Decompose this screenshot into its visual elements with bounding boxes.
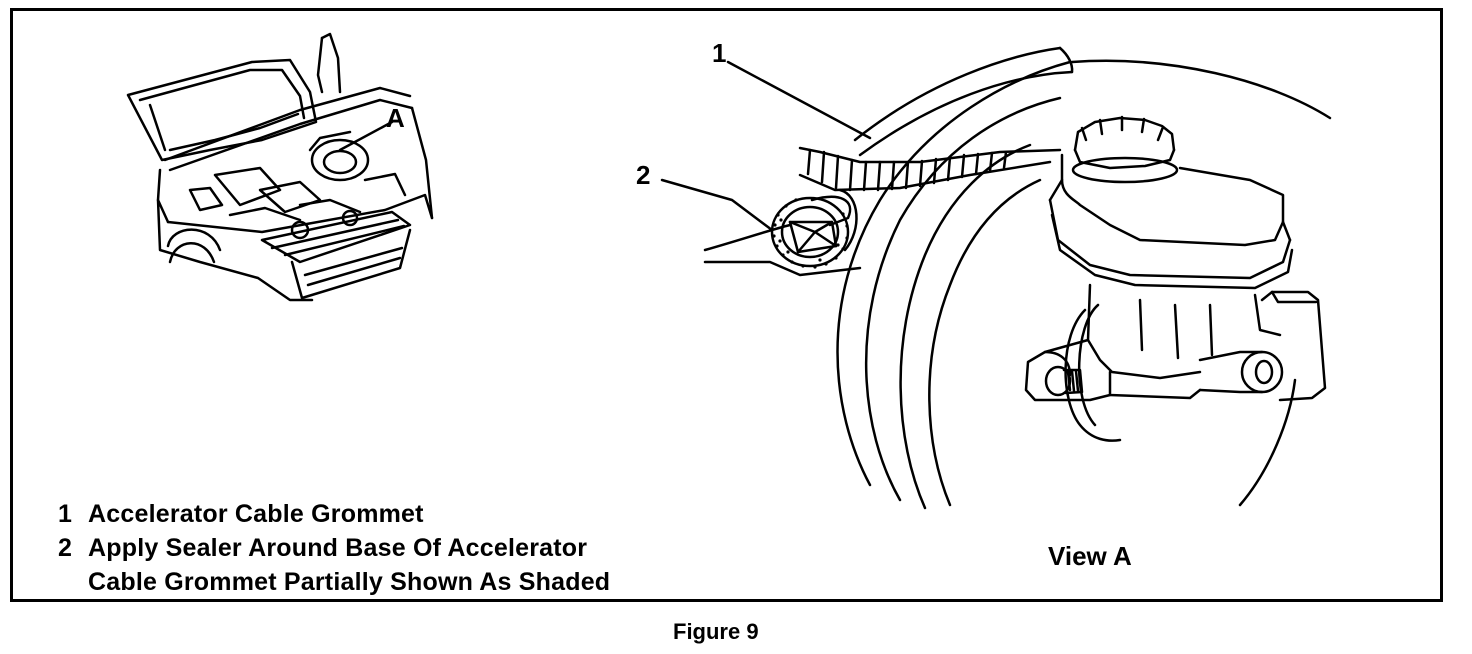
- sealer-shading: [772, 198, 849, 269]
- legend-item-2: 2 Apply Sealer Around Base Of Accelerator: [58, 531, 610, 565]
- legend-number-2: 2: [58, 534, 73, 562]
- callout-1: 1: [712, 38, 727, 68]
- view-a-illustration: [660, 46, 1332, 510]
- figure-caption: Figure 9: [673, 619, 759, 644]
- legend-text-2-line-1: Apply Sealer Around Base Of Accelerator: [88, 534, 588, 562]
- legend-item-1: 1 Accelerator Cable Grommet: [58, 497, 610, 531]
- legend-number-1: 1: [58, 500, 73, 528]
- figure-frame: [10, 8, 1443, 602]
- view-label: View A: [1048, 541, 1132, 571]
- legend: 1 Accelerator Cable Grommet 2 Apply Sealer…: [58, 497, 610, 599]
- vehicle-inset-illustration: [126, 32, 434, 302]
- callout-a: A: [386, 103, 405, 133]
- legend-text-1: Accelerator Cable Grommet: [88, 500, 424, 528]
- legend-text-2-line-2: Cable Grommet Partially Shown As Shaded: [88, 568, 611, 596]
- callout-2: 2: [636, 160, 651, 190]
